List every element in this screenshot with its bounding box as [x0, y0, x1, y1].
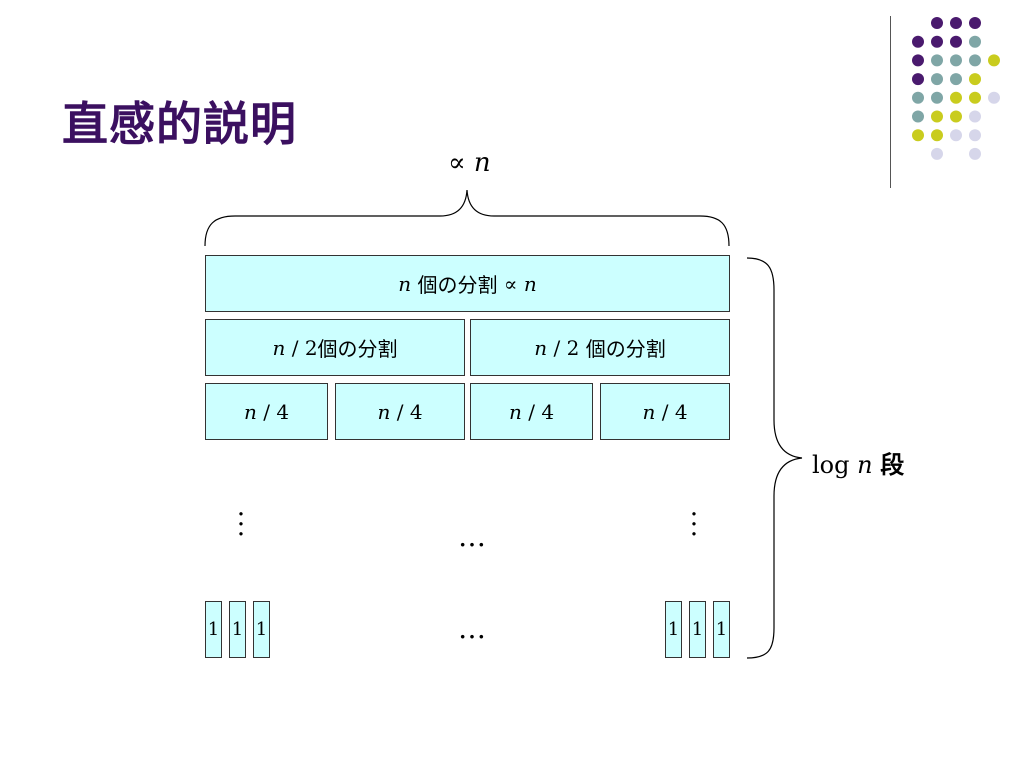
decorative-dot [931, 147, 943, 160]
partition-label: 個の分割 [585, 337, 666, 361]
decorative-dot [931, 73, 943, 86]
log-text: log [812, 451, 850, 479]
level1-box: n 個の分割 ∝ n [205, 255, 730, 312]
vertical-ellipsis-right: ··· [689, 500, 699, 550]
leaf-box: 1 [205, 601, 222, 658]
divisor: 4 [541, 399, 555, 424]
decorative-dot [950, 91, 962, 104]
slash: / [553, 335, 561, 360]
decorative-dot [931, 129, 943, 142]
slash: / [263, 399, 270, 424]
n-variable: n [473, 148, 491, 178]
decorative-dot [950, 35, 962, 48]
level2-box-right: n / 2 個の分割 [470, 319, 730, 376]
decorative-dot [969, 73, 981, 86]
horizontal-ellipsis-bottom: … [458, 612, 486, 645]
decorative-dot [950, 54, 962, 67]
decorative-dot [912, 73, 924, 86]
decorative-dot [969, 91, 981, 104]
leaf-box: 1 [229, 601, 246, 658]
decorative-dot [988, 91, 1000, 104]
decorative-dot [912, 110, 924, 123]
level3-box-4: n / 4 [600, 383, 730, 440]
n-variable: n [243, 399, 257, 424]
decorative-dot [912, 54, 924, 67]
slide-title: 直感的説明 [62, 97, 297, 151]
decorative-dot [969, 129, 981, 142]
decorative-dot [988, 54, 1000, 67]
decorative-dot [950, 129, 962, 142]
decorative-dot [931, 110, 943, 123]
right-curly-brace [746, 257, 803, 659]
divisor: 4 [276, 399, 290, 424]
decorative-dot [912, 35, 924, 48]
n-variable: n [398, 271, 412, 296]
slash: / [396, 399, 404, 424]
divisor: 4 [409, 399, 423, 424]
decorative-dot [931, 17, 943, 29]
decorative-dot [950, 110, 962, 123]
n-variable: n [523, 271, 537, 296]
decorative-dot [912, 91, 924, 104]
decorative-dot [931, 54, 943, 67]
horizontal-ellipsis-middle: … [458, 520, 486, 553]
partition-label: 個の分割 [317, 337, 398, 361]
divisor: 2 [566, 335, 580, 360]
decorative-dot [950, 73, 962, 86]
decorative-dot [931, 91, 943, 104]
level3-box-2: n / 4 [335, 383, 465, 440]
leaf-box: 1 [665, 601, 682, 658]
decorative-dot [931, 35, 943, 48]
decorative-dot [969, 110, 981, 123]
slash: / [528, 399, 535, 424]
proportional-symbol: ∝ [503, 271, 518, 296]
n-variable: n [272, 335, 286, 360]
decorative-dot [969, 35, 981, 48]
decorative-dot [969, 17, 981, 29]
n-variable: n [534, 335, 548, 360]
slash: / [291, 335, 299, 360]
level3-box-3: n / 4 [470, 383, 593, 440]
n-variable: n [508, 399, 522, 424]
levels-label: log n 段 [812, 445, 904, 480]
decorative-dot [950, 17, 962, 29]
slash: / [661, 399, 669, 424]
leaf-box: 1 [253, 601, 270, 658]
divisor: 2 [304, 335, 318, 360]
n-variable: n [857, 451, 873, 479]
partition-label: 個の分割 [417, 273, 498, 297]
leaf-box: 1 [689, 601, 706, 658]
vertical-ellipsis-left: ··· [236, 500, 246, 550]
n-variable: n [642, 399, 656, 424]
top-proportional-label: ∝ n [448, 148, 491, 178]
top-curly-brace [204, 189, 730, 247]
level3-box-1: n / 4 [205, 383, 328, 440]
n-variable: n [377, 399, 391, 424]
proportional-symbol: ∝ [448, 148, 466, 178]
leaf-box: 1 [713, 601, 730, 658]
decorative-dot [912, 129, 924, 142]
divider-line [890, 16, 891, 188]
decorative-dot [969, 147, 981, 160]
levels-kanji: 段 [880, 451, 905, 479]
divisor: 4 [674, 399, 688, 424]
decorative-dot [969, 54, 981, 67]
